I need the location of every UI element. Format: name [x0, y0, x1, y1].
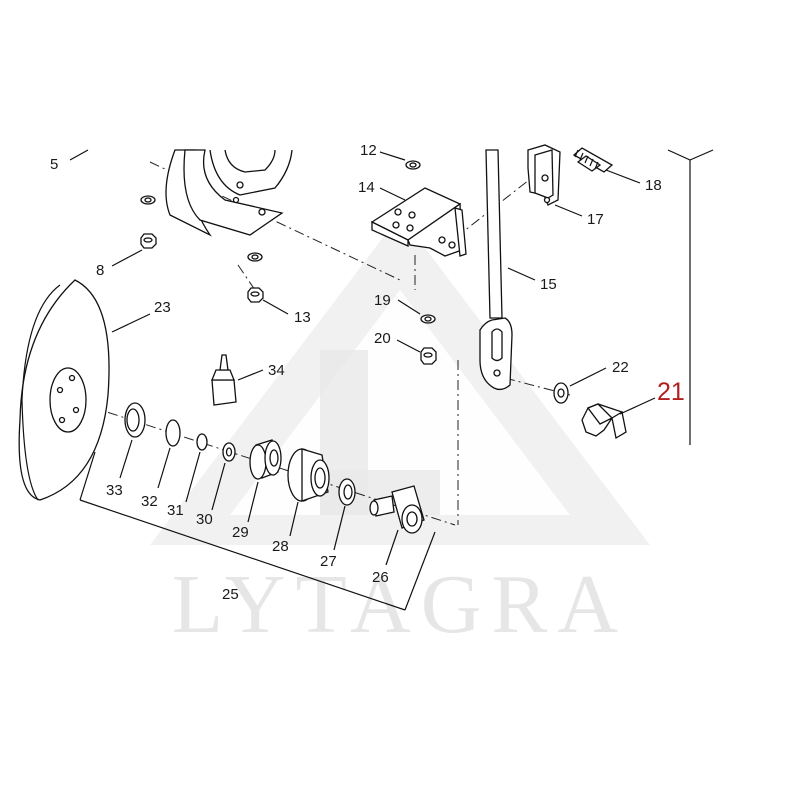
part-26-axle: [369, 485, 425, 566]
part-20-nut: [396, 339, 437, 365]
part-8-nut: [111, 195, 157, 267]
label-22: 22: [612, 359, 629, 376]
part-31-ring: [185, 433, 208, 503]
part-17-clamp: [527, 144, 583, 217]
frame-bracket: [165, 149, 293, 237]
label-13: 13: [294, 309, 311, 326]
label-27: 27: [320, 553, 337, 570]
label-32: 32: [141, 493, 158, 510]
label-8: 8: [96, 262, 104, 279]
label-30: 30: [196, 511, 213, 528]
part-33-seal: [119, 402, 146, 479]
label-25: 25: [222, 586, 239, 603]
part-5: [69, 149, 89, 161]
watermark-text: LYTAGRA: [172, 558, 628, 651]
label-5: 5: [50, 156, 58, 173]
part-14-bracket: [370, 187, 467, 257]
part-34-bottle: [211, 354, 264, 406]
label-18: 18: [645, 177, 662, 194]
label-14: 14: [358, 179, 375, 196]
label-28: 28: [272, 538, 289, 555]
label-15: 15: [540, 276, 557, 293]
part-13-nut: [247, 252, 289, 315]
part-12-washer: [379, 151, 421, 170]
part-23-disc: [18, 279, 151, 501]
part-28-hub: [287, 448, 330, 537]
part-15-arm: [479, 149, 536, 391]
label-26: 26: [372, 569, 389, 586]
assembly-bracket-right: [667, 149, 714, 445]
label-31: 31: [167, 502, 184, 519]
part-21-bolt: [581, 397, 656, 440]
label-23: 23: [154, 299, 171, 316]
label-21: 21: [657, 378, 685, 406]
label-19: 19: [374, 292, 391, 309]
part-30-washer: [211, 442, 236, 511]
label-20: 20: [374, 330, 391, 347]
part-29-bearing: [247, 439, 282, 523]
part-labels: 5 8 12 13 14 15 17 18 19 20 21 22 23 25 …: [50, 142, 685, 603]
label-17: 17: [587, 211, 604, 228]
part-25-bracket: [79, 451, 436, 611]
part-27-seal: [333, 478, 356, 551]
label-12: 12: [360, 142, 377, 159]
label-29: 29: [232, 524, 249, 541]
part-22-washer: [553, 367, 607, 404]
label-34: 34: [268, 362, 285, 379]
part-19-washer: [397, 299, 436, 324]
part-32-ring: [157, 419, 181, 489]
part-18-bolts: [572, 147, 641, 184]
label-33: 33: [106, 482, 123, 499]
